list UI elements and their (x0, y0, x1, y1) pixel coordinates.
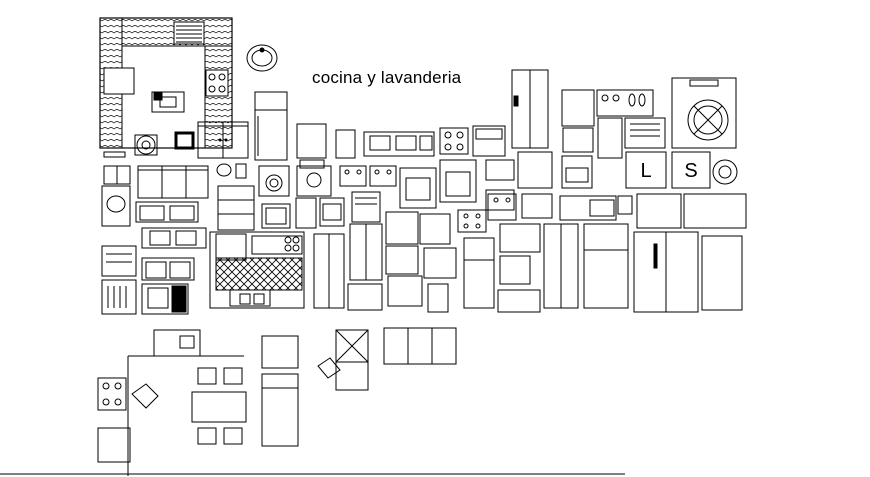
drawing-title: cocina y lavanderia (312, 68, 462, 87)
laundry-machines (625, 151, 738, 189)
range-hood (472, 125, 506, 157)
sink-counter-long (141, 227, 207, 249)
laundry-marker-s: S (684, 160, 698, 182)
round-sink (246, 44, 278, 72)
microwave (485, 159, 515, 211)
range-plan-3 (217, 185, 255, 231)
cabinet-grid (347, 211, 457, 313)
oven-4 (319, 197, 345, 227)
laundry-sink-plan (317, 329, 369, 391)
round-table-icon (216, 163, 232, 177)
cooktop-row-2 (339, 165, 397, 187)
fridge-plan-bottom (261, 335, 299, 447)
cooktop-row-3 (457, 193, 517, 233)
laundry-marker-l: L (640, 160, 652, 182)
cooktop-combo (561, 89, 654, 127)
sink-left-2 (101, 245, 137, 277)
dishwasher-2 (295, 197, 317, 229)
dishwasher-3 (351, 191, 381, 223)
fridge-6 (583, 223, 629, 309)
range-4 (497, 223, 541, 313)
panel-1 (335, 129, 356, 159)
range-2 (561, 155, 593, 189)
base-cabinet-run (137, 165, 209, 199)
sink-side-1 (101, 185, 131, 227)
small-box (235, 163, 247, 179)
u-kitchen-plan (99, 17, 233, 149)
fridge-tall-1 (254, 91, 288, 161)
oven-front-2 (439, 159, 477, 203)
fridge-4 (463, 237, 495, 309)
oven-3 (261, 203, 291, 229)
dining-plan (97, 329, 247, 476)
cooktop-4-burner-1 (439, 127, 469, 155)
sink-counter-right (559, 195, 633, 221)
dishwasher-icon (103, 134, 158, 158)
fridge-8 (701, 235, 743, 311)
washer-1 (258, 165, 290, 197)
sink-drainboard (141, 283, 189, 315)
fridge-3 (349, 223, 383, 281)
drainer-sink (101, 279, 137, 315)
cooktop-grid (562, 117, 666, 159)
washer-2 (296, 165, 332, 197)
counter-blocks-right (636, 193, 747, 229)
double-sink-2 (135, 201, 199, 223)
fridge-5 (543, 223, 579, 309)
cooktop-small-1 (103, 165, 131, 185)
fridge-2 (313, 233, 345, 309)
fridge-7 (633, 231, 699, 313)
small-appliance (174, 131, 195, 150)
double-sink-counter (363, 131, 435, 157)
wall-cabinet-bottom (383, 327, 457, 365)
tiled-kitchen-plan (209, 231, 305, 309)
lower-cabinet-pair (197, 121, 249, 159)
dryer-top (296, 123, 327, 169)
washer-large (671, 77, 737, 149)
double-sink-3 (141, 257, 195, 281)
range-1 (517, 151, 553, 219)
oven-front-1 (399, 167, 437, 209)
side-by-side-fridge (511, 69, 549, 149)
